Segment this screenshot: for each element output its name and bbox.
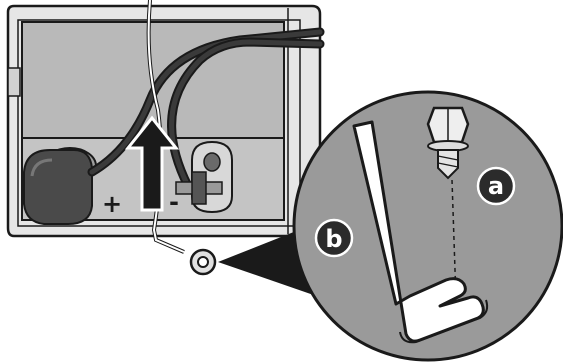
ground-ring-terminal — [191, 250, 215, 274]
callout-a-label: a — [488, 172, 504, 200]
positive-terminal-cap — [24, 148, 96, 224]
positive-symbol: + — [102, 190, 122, 218]
callout-a-badge: a — [478, 168, 514, 204]
callout-b-label: b — [325, 225, 342, 253]
zoom-detail-circle: a b — [294, 92, 562, 360]
callout-b-badge: b — [316, 220, 352, 256]
negative-symbol: - — [169, 188, 179, 216]
